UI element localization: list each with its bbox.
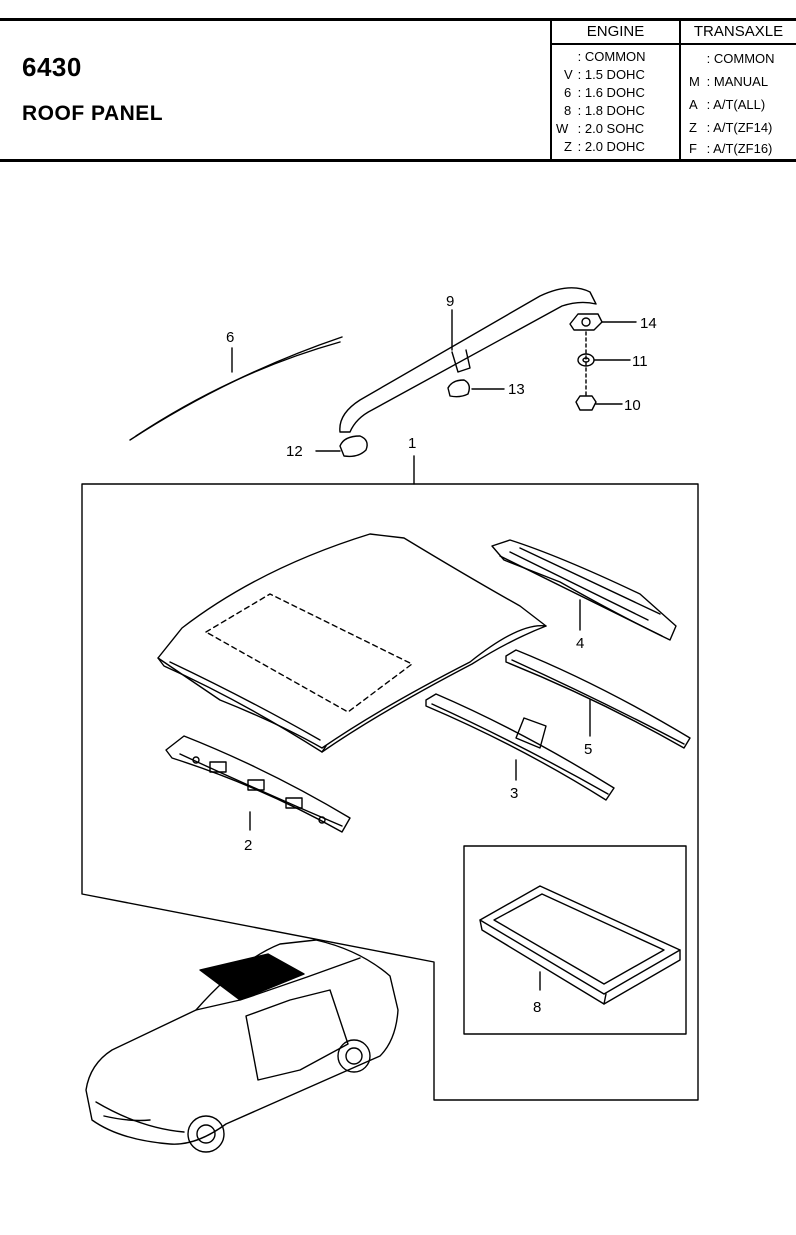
header-top-rule — [0, 18, 796, 21]
transaxle-row: A : A/T(ALL) — [689, 97, 766, 112]
part-12-cap — [315, 435, 368, 458]
engine-row: : COMMON — [577, 49, 646, 64]
callout-14: 14 — [640, 315, 657, 332]
section-code: 6430 — [22, 52, 82, 82]
engine-row: Z : 2.0 DOHC — [564, 139, 645, 154]
part-14-pad — [569, 313, 637, 331]
engine-row: 8 : 1.8 DOHC — [564, 103, 645, 118]
part-3-roof-bow — [425, 693, 615, 801]
callout-3: 3 — [510, 785, 518, 802]
callout-4: 4 — [576, 635, 584, 652]
part-5-roof-bow — [505, 649, 691, 749]
part-4-rear-header — [491, 539, 677, 641]
table-divider-left — [550, 21, 552, 159]
part-8-sunroof-frame — [479, 885, 681, 1005]
callout-11: 11 — [632, 353, 648, 370]
table-header-rule — [550, 43, 796, 45]
callout-10: 10 — [624, 397, 641, 414]
callout-9: 9 — [446, 293, 454, 310]
header-bottom-rule — [0, 159, 796, 162]
callout-8: 8 — [533, 999, 541, 1016]
part-8-inset-box — [463, 845, 687, 1035]
callout-5: 5 — [584, 741, 592, 758]
roof-panel-skin — [157, 533, 547, 753]
part-6-molding — [129, 336, 343, 441]
part-10-nut — [575, 395, 623, 411]
assembly-outline — [81, 483, 699, 1101]
page-title: ROOF PANEL — [22, 102, 164, 125]
part-13-cap — [447, 379, 505, 398]
transaxle-heading: TRANSAXLE — [693, 23, 784, 40]
callout-12: 12 — [286, 443, 303, 460]
callout-6: 6 — [226, 329, 234, 346]
table-divider-middle — [679, 21, 681, 159]
transaxle-row: Z : A/T(ZF14) — [689, 120, 773, 135]
part-2-front-header — [165, 735, 351, 833]
part-9-roof-rail — [339, 287, 597, 433]
transaxle-row: F : A/T(ZF16) — [689, 141, 773, 156]
engine-heading: ENGINE — [586, 23, 645, 40]
callout-13: 13 — [508, 381, 525, 398]
transaxle-row: : COMMON — [706, 51, 775, 66]
vehicle-illustration — [85, 939, 399, 1153]
engine-row: W : 2.0 SOHC — [556, 121, 645, 136]
transaxle-row: M : MANUAL — [689, 74, 769, 89]
engine-row: 6 : 1.6 DOHC — [564, 85, 645, 100]
callout-2: 2 — [244, 837, 252, 854]
applicability-table: ENGINE TRANSAXLE : COMMON V : 1.5 DOHC 6… — [550, 21, 796, 159]
callout-1: 1 — [408, 435, 416, 452]
engine-row: V : 1.5 DOHC — [564, 67, 645, 82]
